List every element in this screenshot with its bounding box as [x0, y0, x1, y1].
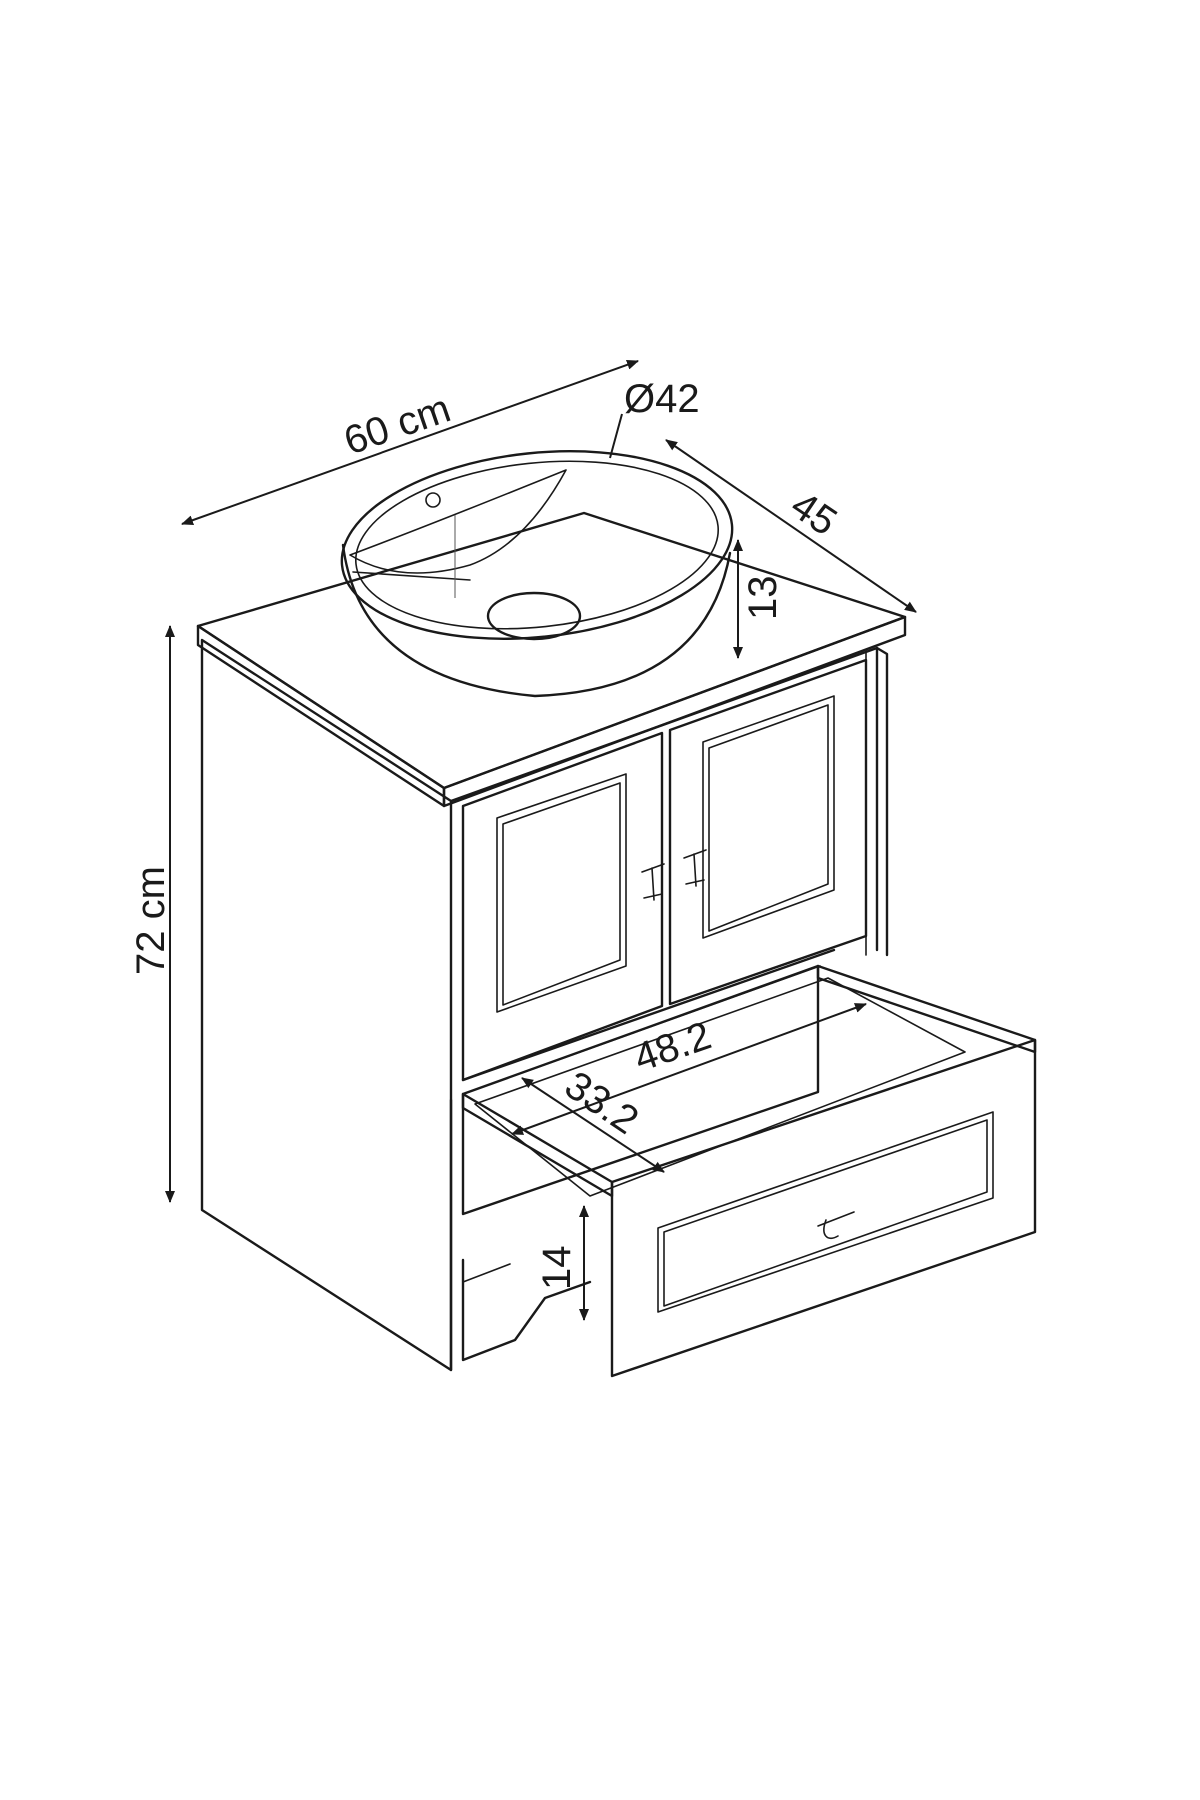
basin-tap-shelf: [349, 469, 567, 574]
basin-drain: [486, 591, 582, 641]
vessel-basin: [340, 450, 734, 698]
cabinet-right-edge: [875, 646, 889, 957]
drawer-height-label: 14: [535, 1246, 579, 1291]
door-handle-icon: [683, 849, 707, 887]
dimension-labels: 60 cm Ø42 45 13 72 cm 48.2 33.2 14: [129, 377, 844, 1290]
drawer-front: [610, 1038, 1037, 1378]
drawer-depth-dimension-line: [521, 1077, 665, 1173]
left-door-panel: [496, 773, 627, 1013]
dimension-lines: [165, 359, 917, 1321]
basin-height-label: 13: [741, 576, 785, 621]
tap-hole-icon: [425, 492, 441, 508]
basin-diameter-leader: [609, 413, 623, 459]
right-door-panel: [702, 695, 835, 939]
drawer-front-panel: [657, 1111, 994, 1313]
cabinet-side-panel: [200, 638, 453, 1372]
height-label: 72 cm: [129, 866, 173, 975]
depth-dimension-line: [665, 439, 917, 613]
basin-inner-rim: [354, 460, 720, 630]
width-label: 60 cm: [339, 386, 456, 463]
countertop-top-face: [196, 511, 907, 790]
drawer-handle-icon: [817, 1211, 855, 1240]
door-handle-icon: [641, 863, 665, 901]
drawer-width-label: 48.2: [629, 1014, 717, 1081]
open-drawer: [461, 964, 1037, 1378]
right-door: [668, 658, 868, 1006]
width-dimension-line: [181, 359, 639, 526]
basin-diameter-label: Ø42: [624, 377, 700, 421]
basin-bowl: [341, 543, 732, 698]
countertop: [196, 511, 907, 808]
depth-label: 45: [783, 483, 844, 544]
